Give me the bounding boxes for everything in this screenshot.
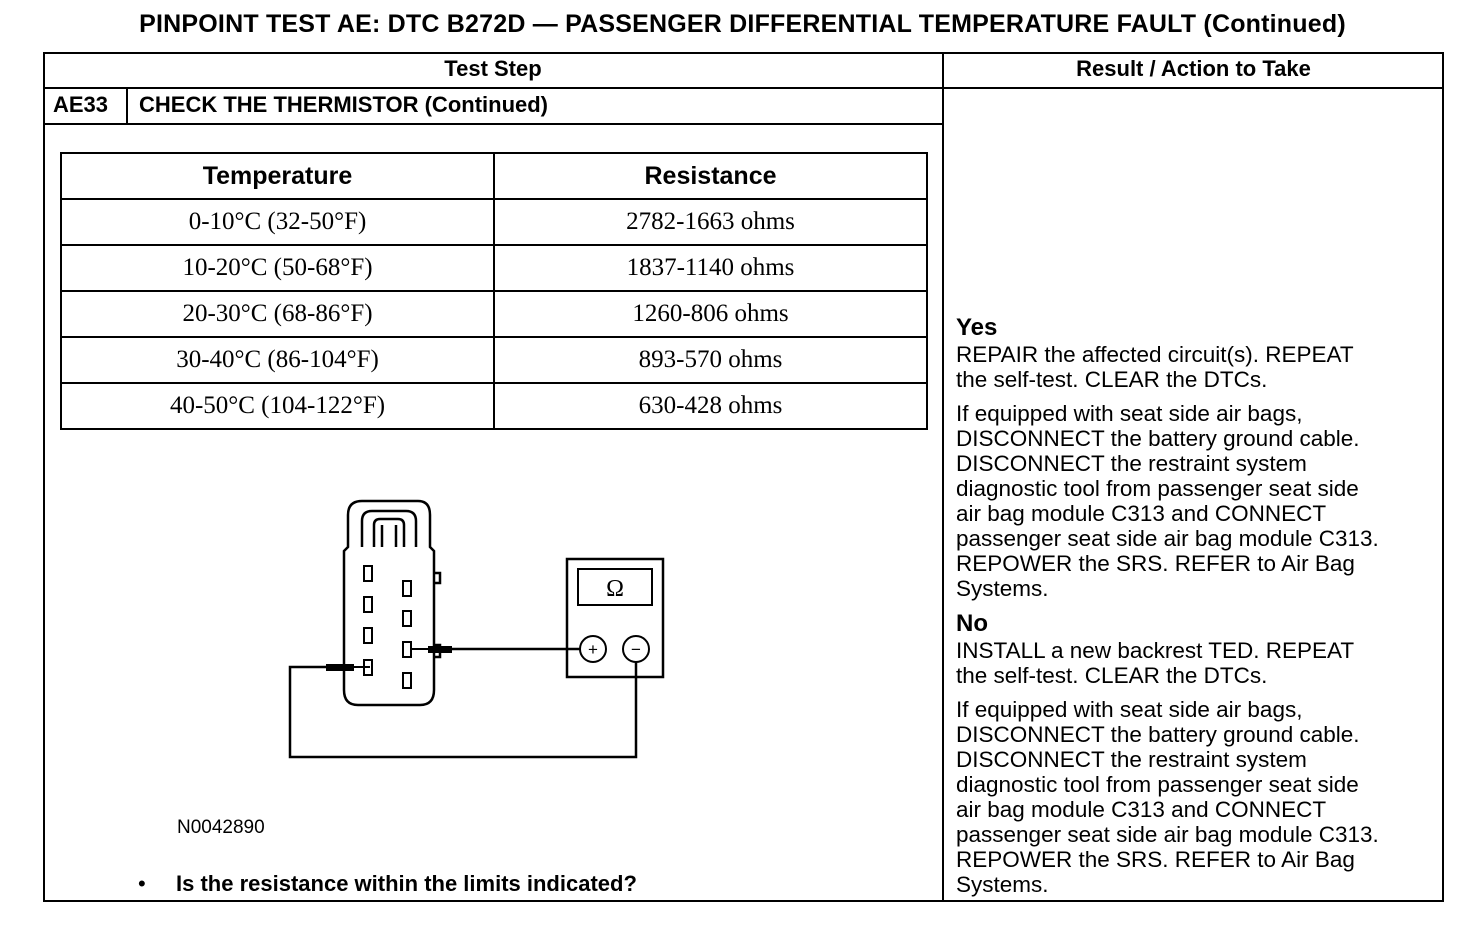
text-line: air bag module C313 and CONNECT [956, 501, 1327, 526]
text-line: the self-test. CLEAR the DTCs. [956, 663, 1268, 688]
text-line: DISCONNECT the restraint system [956, 451, 1307, 476]
text-line: diagnostic tool from passenger seat side [956, 476, 1359, 501]
column-header-temperature: Temperature [60, 152, 495, 200]
test-step-header: Test Step [444, 56, 542, 81]
text-line: INSTALL a new backrest TED. REPEAT [956, 638, 1355, 663]
pin-cavity [402, 641, 412, 658]
connector-body [342, 499, 436, 707]
pin-cavity [363, 627, 373, 644]
column-header-resistance: Resistance [493, 152, 928, 200]
text-line: REPOWER the SRS. REFER to Air Bag [956, 551, 1355, 576]
no-label: No [956, 610, 988, 637]
text-line: passenger seat side air bag module C313. [956, 822, 1379, 847]
resistance-table: Temperature Resistance 0-10°C (32-50°F) … [60, 152, 928, 430]
yes-label: Yes [956, 314, 998, 341]
resistance-cell: 1260-806 ohms [493, 290, 928, 338]
minus-label: − [631, 640, 641, 659]
column-divider [942, 52, 944, 902]
plus-label: + [588, 640, 598, 659]
probe-tip-negative [326, 664, 370, 671]
page-title: PINPOINT TEST AE: DTC B272D — PASSENGER … [139, 10, 1346, 38]
probe-tip-positive [410, 646, 452, 653]
test-lead-negative [288, 662, 638, 759]
text-line: DISCONNECT the battery ground cable. [956, 722, 1360, 747]
table-row: 10-20°C (50-68°F) 1837-1140 ohms [60, 244, 928, 292]
text-line: Systems. [956, 576, 1049, 601]
thermistor-test-diagram: Ω + − [288, 499, 665, 759]
table-row: 0-10°C (32-50°F) 2782-1663 ohms [60, 198, 928, 246]
table-row: 30-40°C (86-104°F) 893-570 ohms [60, 336, 928, 384]
pin-cavity [402, 610, 412, 627]
procedure-table-frame [43, 52, 1444, 902]
resistance-cell: 893-570 ohms [493, 336, 928, 384]
table-row: 40-50°C (104-122°F) 630-428 ohms [60, 382, 928, 430]
temperature-cell: 30-40°C (86-104°F) [60, 336, 495, 384]
header-divider [43, 87, 1444, 89]
temperature-cell: 0-10°C (32-50°F) [60, 198, 495, 246]
temperature-cell: 40-50°C (104-122°F) [60, 382, 495, 430]
temperature-cell: 20-30°C (68-86°F) [60, 290, 495, 338]
bullet: • [138, 871, 146, 896]
no-airbag-note: If equipped with seat side air bags, DIS… [956, 697, 1440, 897]
text-line: DISCONNECT the restraint system [956, 747, 1307, 772]
result-header: Result / Action to Take [1076, 56, 1311, 81]
text-line: diagnostic tool from passenger seat side [956, 772, 1359, 797]
yes-airbag-note: If equipped with seat side air bags, DIS… [956, 401, 1440, 601]
step-title: CHECK THE THERMISTOR (Continued) [139, 92, 549, 117]
ohmmeter-display [577, 568, 653, 606]
ohm-symbol: Ω [606, 576, 624, 602]
text-line: If equipped with seat side air bags, [956, 697, 1303, 722]
resistance-cell: 2782-1663 ohms [493, 198, 928, 246]
step-id: AE33 [53, 92, 109, 117]
question-text: Is the resistance within the limits indi… [176, 871, 637, 896]
text-line: If equipped with seat side air bags, [956, 401, 1303, 426]
no-action: INSTALL a new backrest TED. REPEAT the s… [956, 638, 1440, 688]
pin-cavity [363, 565, 373, 582]
text-line: DISCONNECT the battery ground cable. [956, 426, 1360, 451]
step-header-divider [43, 123, 944, 125]
table-header-row: Temperature Resistance [60, 152, 928, 200]
connector-latch [360, 509, 418, 547]
text-line: passenger seat side air bag module C313. [956, 526, 1379, 551]
table-row: 20-30°C (68-86°F) 1260-806 ohms [60, 290, 928, 338]
pin-cavity [402, 672, 412, 689]
text-line: the self-test. CLEAR the DTCs. [956, 367, 1268, 392]
figure-id: N0042890 [177, 817, 265, 838]
text-line: REPOWER the SRS. REFER to Air Bag [956, 847, 1355, 872]
resistance-cell: 1837-1140 ohms [493, 244, 928, 292]
result-column: Yes REPAIR the affected circuit(s). REPE… [956, 314, 1440, 906]
yes-action: REPAIR the affected circuit(s). REPEAT t… [956, 342, 1440, 392]
ohmmeter [565, 557, 665, 679]
text-line: air bag module C313 and CONNECT [956, 797, 1327, 822]
step-id-divider [126, 88, 128, 124]
temperature-cell: 10-20°C (50-68°F) [60, 244, 495, 292]
resistance-cell: 630-428 ohms [493, 382, 928, 430]
pin-cavity [402, 580, 412, 597]
text-line: Systems. [956, 872, 1049, 897]
pin-cavity [363, 596, 373, 613]
text-line: REPAIR the affected circuit(s). REPEAT [956, 342, 1354, 367]
